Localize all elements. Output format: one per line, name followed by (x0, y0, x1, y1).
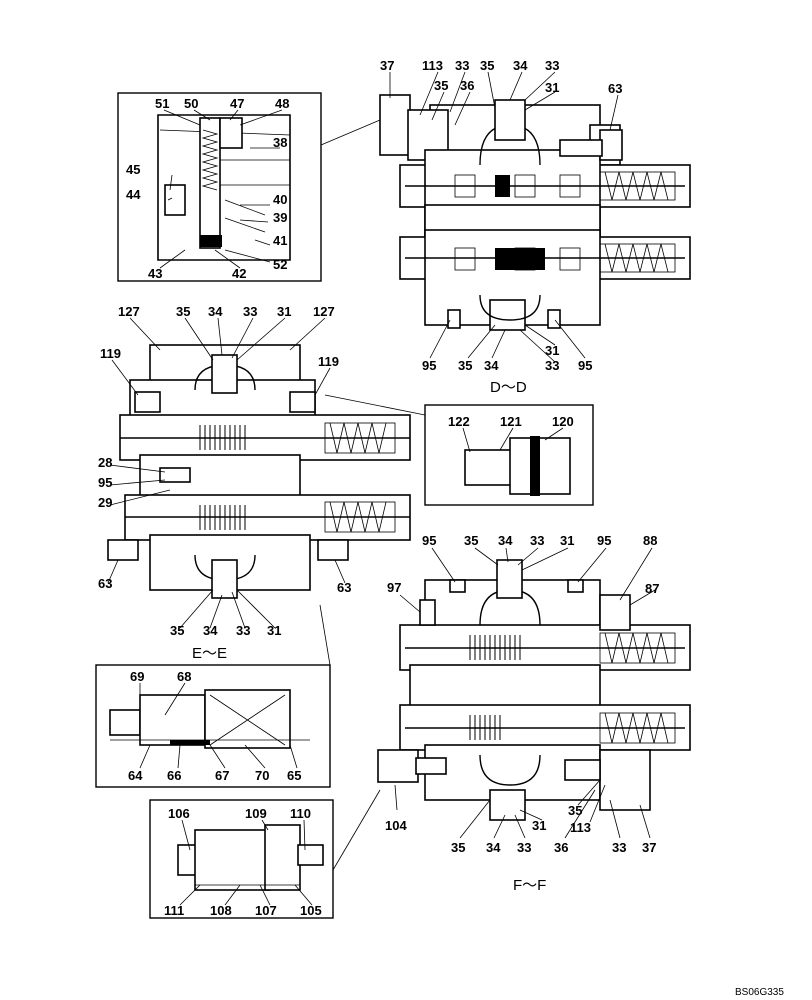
part-label: 33 (455, 58, 469, 73)
part-label: 63 (608, 81, 622, 96)
part-label: 121 (500, 414, 522, 429)
part-label: 33 (236, 623, 250, 638)
part-label: 47 (230, 96, 244, 111)
part-label: 122 (448, 414, 470, 429)
inset-relief-valve (117, 92, 322, 282)
part-label: 127 (118, 304, 140, 319)
part-label: 39 (273, 210, 287, 225)
part-label: 95 (422, 358, 436, 373)
section-title-ff: F～F (513, 877, 546, 894)
part-label: 33 (517, 840, 531, 855)
part-label: 95 (578, 358, 592, 373)
section-title-ee: E～E (192, 645, 227, 662)
part-label: 97 (387, 580, 401, 595)
part-label: 36 (460, 78, 474, 93)
part-label: 104 (385, 818, 407, 833)
part-label: 113 (422, 58, 443, 73)
part-label: 63 (337, 580, 351, 595)
part-label: 31 (545, 343, 559, 358)
part-label: 33 (612, 840, 626, 855)
part-label: 113 (570, 820, 591, 835)
part-label: 41 (273, 233, 287, 248)
part-label: 31 (277, 304, 291, 319)
part-label: 44 (126, 187, 141, 202)
part-label: 52 (273, 257, 287, 272)
part-label: 120 (552, 414, 574, 429)
part-label: 33 (530, 533, 544, 548)
part-label: 33 (545, 58, 559, 73)
part-label: 34 (486, 840, 501, 855)
part-label: 35 (451, 840, 465, 855)
part-label: 33 (243, 304, 257, 319)
part-label: 68 (177, 669, 191, 684)
part-label: 31 (560, 533, 574, 548)
inset-plug (424, 404, 594, 506)
part-label: 70 (255, 768, 269, 783)
part-label: 51 (155, 96, 169, 111)
part-label: 88 (643, 533, 657, 548)
leader-lines (107, 71, 656, 906)
valve-body-dd (379, 94, 691, 331)
part-label: 35 (170, 623, 184, 638)
part-label: 28 (98, 455, 112, 470)
part-label: 87 (645, 581, 659, 596)
part-label: 50 (184, 96, 198, 111)
inset-cartridge (95, 664, 331, 788)
valve-body-ee (107, 344, 411, 599)
part-label: 31 (267, 623, 281, 638)
part-label: 36 (554, 840, 568, 855)
part-label: 65 (287, 768, 301, 783)
part-label: 66 (167, 768, 181, 783)
part-label: 42 (232, 266, 246, 281)
part-label: 35 (434, 78, 448, 93)
valve-body-ff (377, 559, 691, 821)
part-label: 34 (203, 623, 218, 638)
part-label: 105 (300, 903, 322, 918)
part-label: 35 (568, 803, 582, 818)
part-label: 34 (484, 358, 499, 373)
inset-solenoid (149, 799, 334, 919)
part-label: 119 (100, 346, 121, 361)
part-label: 107 (255, 903, 277, 918)
part-label: 35 (480, 58, 494, 73)
part-label: 108 (210, 903, 232, 918)
part-label: 69 (130, 669, 144, 684)
part-label: 29 (98, 495, 112, 510)
part-label: 33 (545, 358, 559, 373)
part-label: 64 (128, 768, 143, 783)
part-label: 106 (168, 806, 190, 821)
part-label: 95 (597, 533, 611, 548)
part-label: 35 (464, 533, 478, 548)
part-label: 34 (208, 304, 223, 319)
part-label: 127 (313, 304, 335, 319)
part-label: 45 (126, 162, 140, 177)
part-label: 34 (513, 58, 528, 73)
part-label: 119 (318, 354, 339, 369)
part-label: 111 (164, 903, 184, 918)
part-label: 109 (245, 806, 267, 821)
part-label: 63 (98, 576, 112, 591)
part-label: 95 (98, 475, 112, 490)
part-label: 31 (545, 80, 559, 95)
part-label: 38 (273, 135, 287, 150)
part-label: 48 (275, 96, 289, 111)
part-label: 37 (642, 840, 656, 855)
part-label: 67 (215, 768, 229, 783)
part-label: 37 (380, 58, 394, 73)
part-label: 34 (498, 533, 513, 548)
part-label: 95 (422, 533, 436, 548)
drawing-code: BS06G335 (735, 987, 784, 998)
part-label: 40 (273, 192, 287, 207)
part-label: 31 (532, 818, 546, 833)
part-label: 110 (290, 806, 311, 821)
part-label: 35 (176, 304, 190, 319)
part-label: 35 (458, 358, 472, 373)
part-labels: 37 113 33 35 34 33 35 36 31 63 95 35 34 … (98, 58, 784, 998)
section-title-dd: D～D (490, 379, 527, 396)
part-label: 43 (148, 266, 162, 281)
